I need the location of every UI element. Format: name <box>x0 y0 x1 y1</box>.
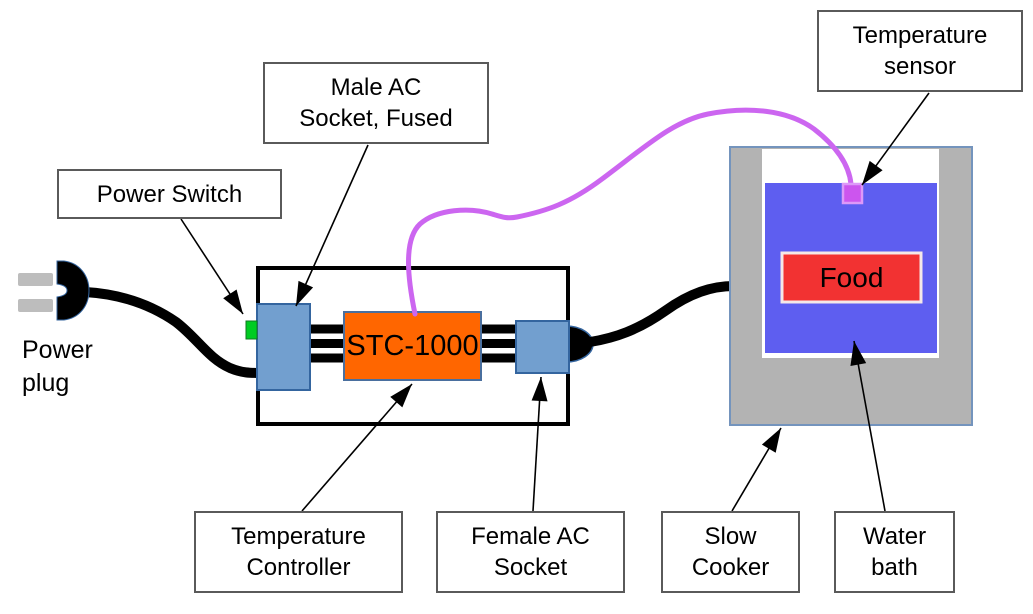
arrow-male-ac-socket <box>295 144 369 307</box>
arrow-temperature-controller <box>301 383 413 512</box>
arrow-water-bath <box>850 340 886 512</box>
label-temperature-sensor: Temperature sensor <box>817 10 1023 92</box>
label-slow-cooker: Slow Cooker <box>661 511 800 593</box>
label-male-ac-socket: Male AC Socket, Fused <box>263 62 489 144</box>
internal-wires <box>306 324 520 363</box>
female-ac-socket <box>515 320 570 374</box>
arrow-female-ac-socket <box>531 376 548 512</box>
label-temperature-controller: Temperature Controller <box>194 511 403 593</box>
arrow-slow-cooker <box>731 427 782 512</box>
food-label: Food <box>819 261 884 293</box>
power-plug-body <box>56 260 90 321</box>
temperature-sensor <box>841 182 864 205</box>
cooker-power-cord <box>585 281 739 347</box>
male-ac-socket <box>256 303 311 391</box>
label-power-plug: Power plug <box>22 336 93 397</box>
stc-1000-label: STC-1000 <box>346 329 479 362</box>
sensor-cable <box>406 107 854 317</box>
power-plug-prong-bottom <box>18 299 53 312</box>
label-female-ac-socket: Female AC Socket <box>436 511 625 593</box>
power-cord <box>80 287 266 378</box>
label-power-switch: Power Switch <box>57 169 282 219</box>
arrow-temperature-sensor <box>861 92 930 186</box>
stc-1000-controller <box>343 311 482 381</box>
food-item <box>780 251 923 304</box>
arrow-power-switch <box>180 218 244 315</box>
power-switch <box>245 320 258 340</box>
label-water-bath: Water bath <box>834 511 955 593</box>
power-plug-prong-top <box>18 273 53 286</box>
callout-arrows <box>180 92 930 512</box>
